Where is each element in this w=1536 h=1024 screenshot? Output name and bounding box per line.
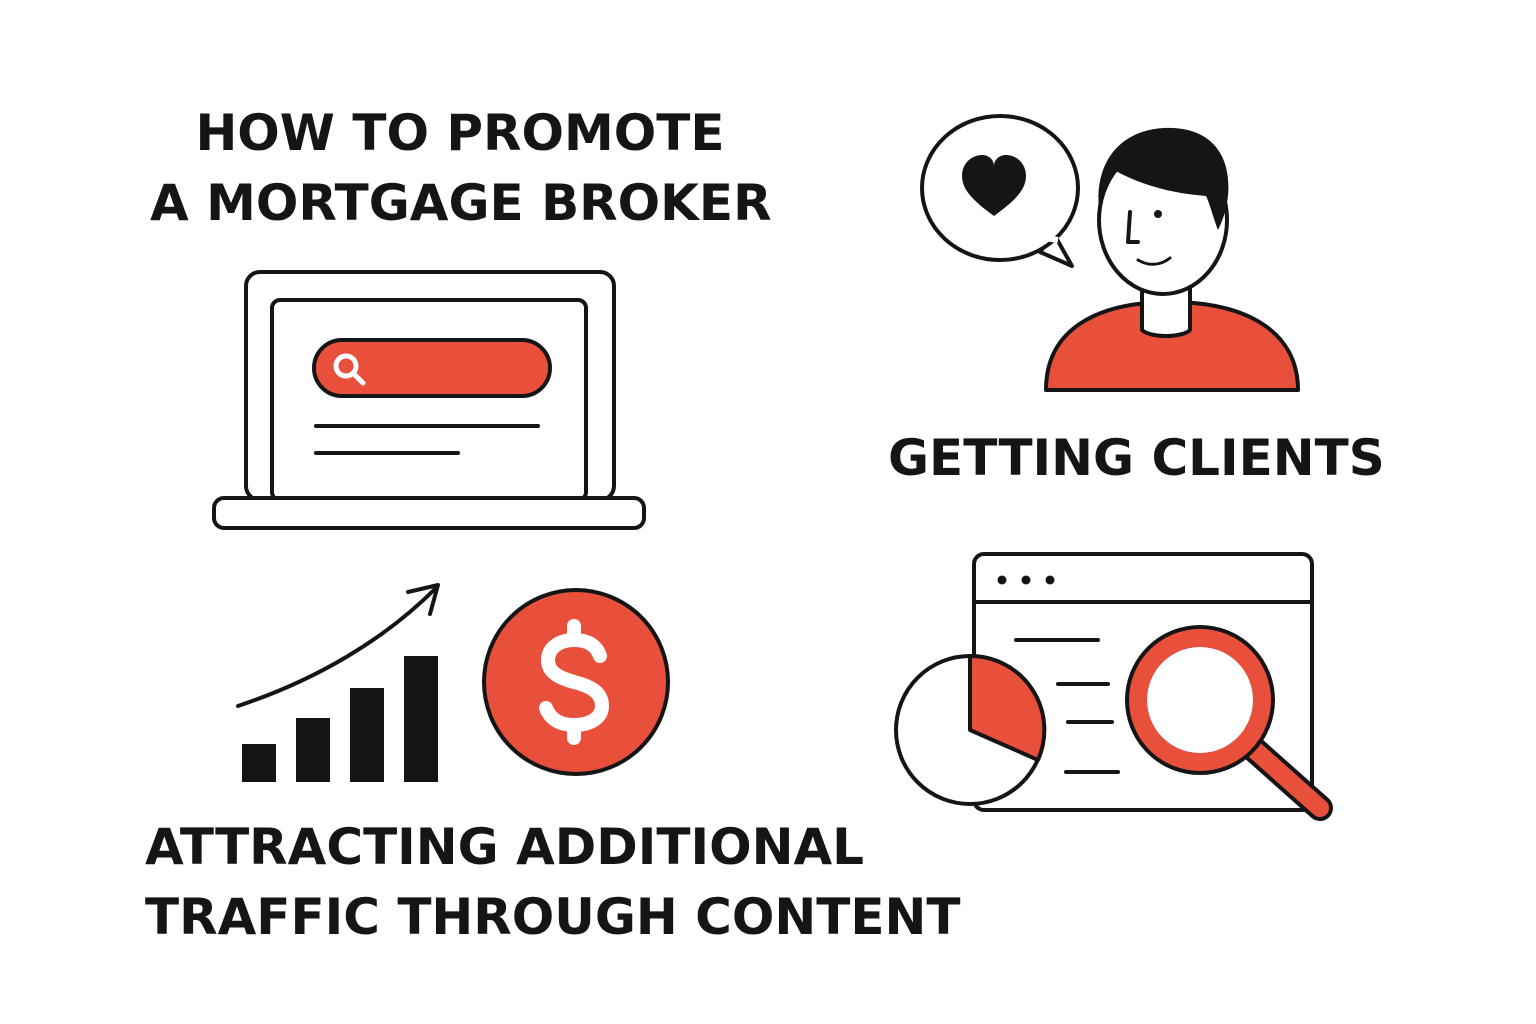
person-avatar <box>1044 127 1300 392</box>
dollar-sign-icon <box>539 619 609 745</box>
bar-chart-bar-2 <box>296 718 330 782</box>
traffic-heading: ATTRACTING ADDITIONAL TRAFFIC THROUGH CO… <box>145 812 960 952</box>
heart-icon <box>962 155 1026 216</box>
page-text-lines <box>314 424 540 455</box>
page-title: HOW TO PROMOTE A MORTGAGE BROKER <box>150 98 772 238</box>
bar-chart-bar-4 <box>404 656 438 782</box>
rising-trend-arrow-icon <box>236 586 438 708</box>
traffic-heading-line-2: TRAFFIC THROUGH CONTENT <box>145 888 961 946</box>
search-icon <box>333 353 366 386</box>
bar-chart-bar-3 <box>350 688 384 782</box>
search-bar <box>312 338 552 398</box>
pie-chart-icon <box>894 653 1047 806</box>
traffic-heading-line-1: ATTRACTING ADDITIONAL <box>145 818 864 876</box>
browser-text-lines <box>1014 638 1120 774</box>
page-title-line-1: HOW TO PROMOTE <box>195 104 725 162</box>
bar-chart-bar-1 <box>242 744 276 782</box>
magnifier-icon <box>1125 625 1333 821</box>
rising-trend-arrow-head <box>406 583 440 616</box>
bar-chart-icon <box>242 656 438 782</box>
getting-clients-heading: GETTING CLIENTS <box>888 429 1385 487</box>
page-title-line-2: A MORTGAGE BROKER <box>150 174 772 232</box>
